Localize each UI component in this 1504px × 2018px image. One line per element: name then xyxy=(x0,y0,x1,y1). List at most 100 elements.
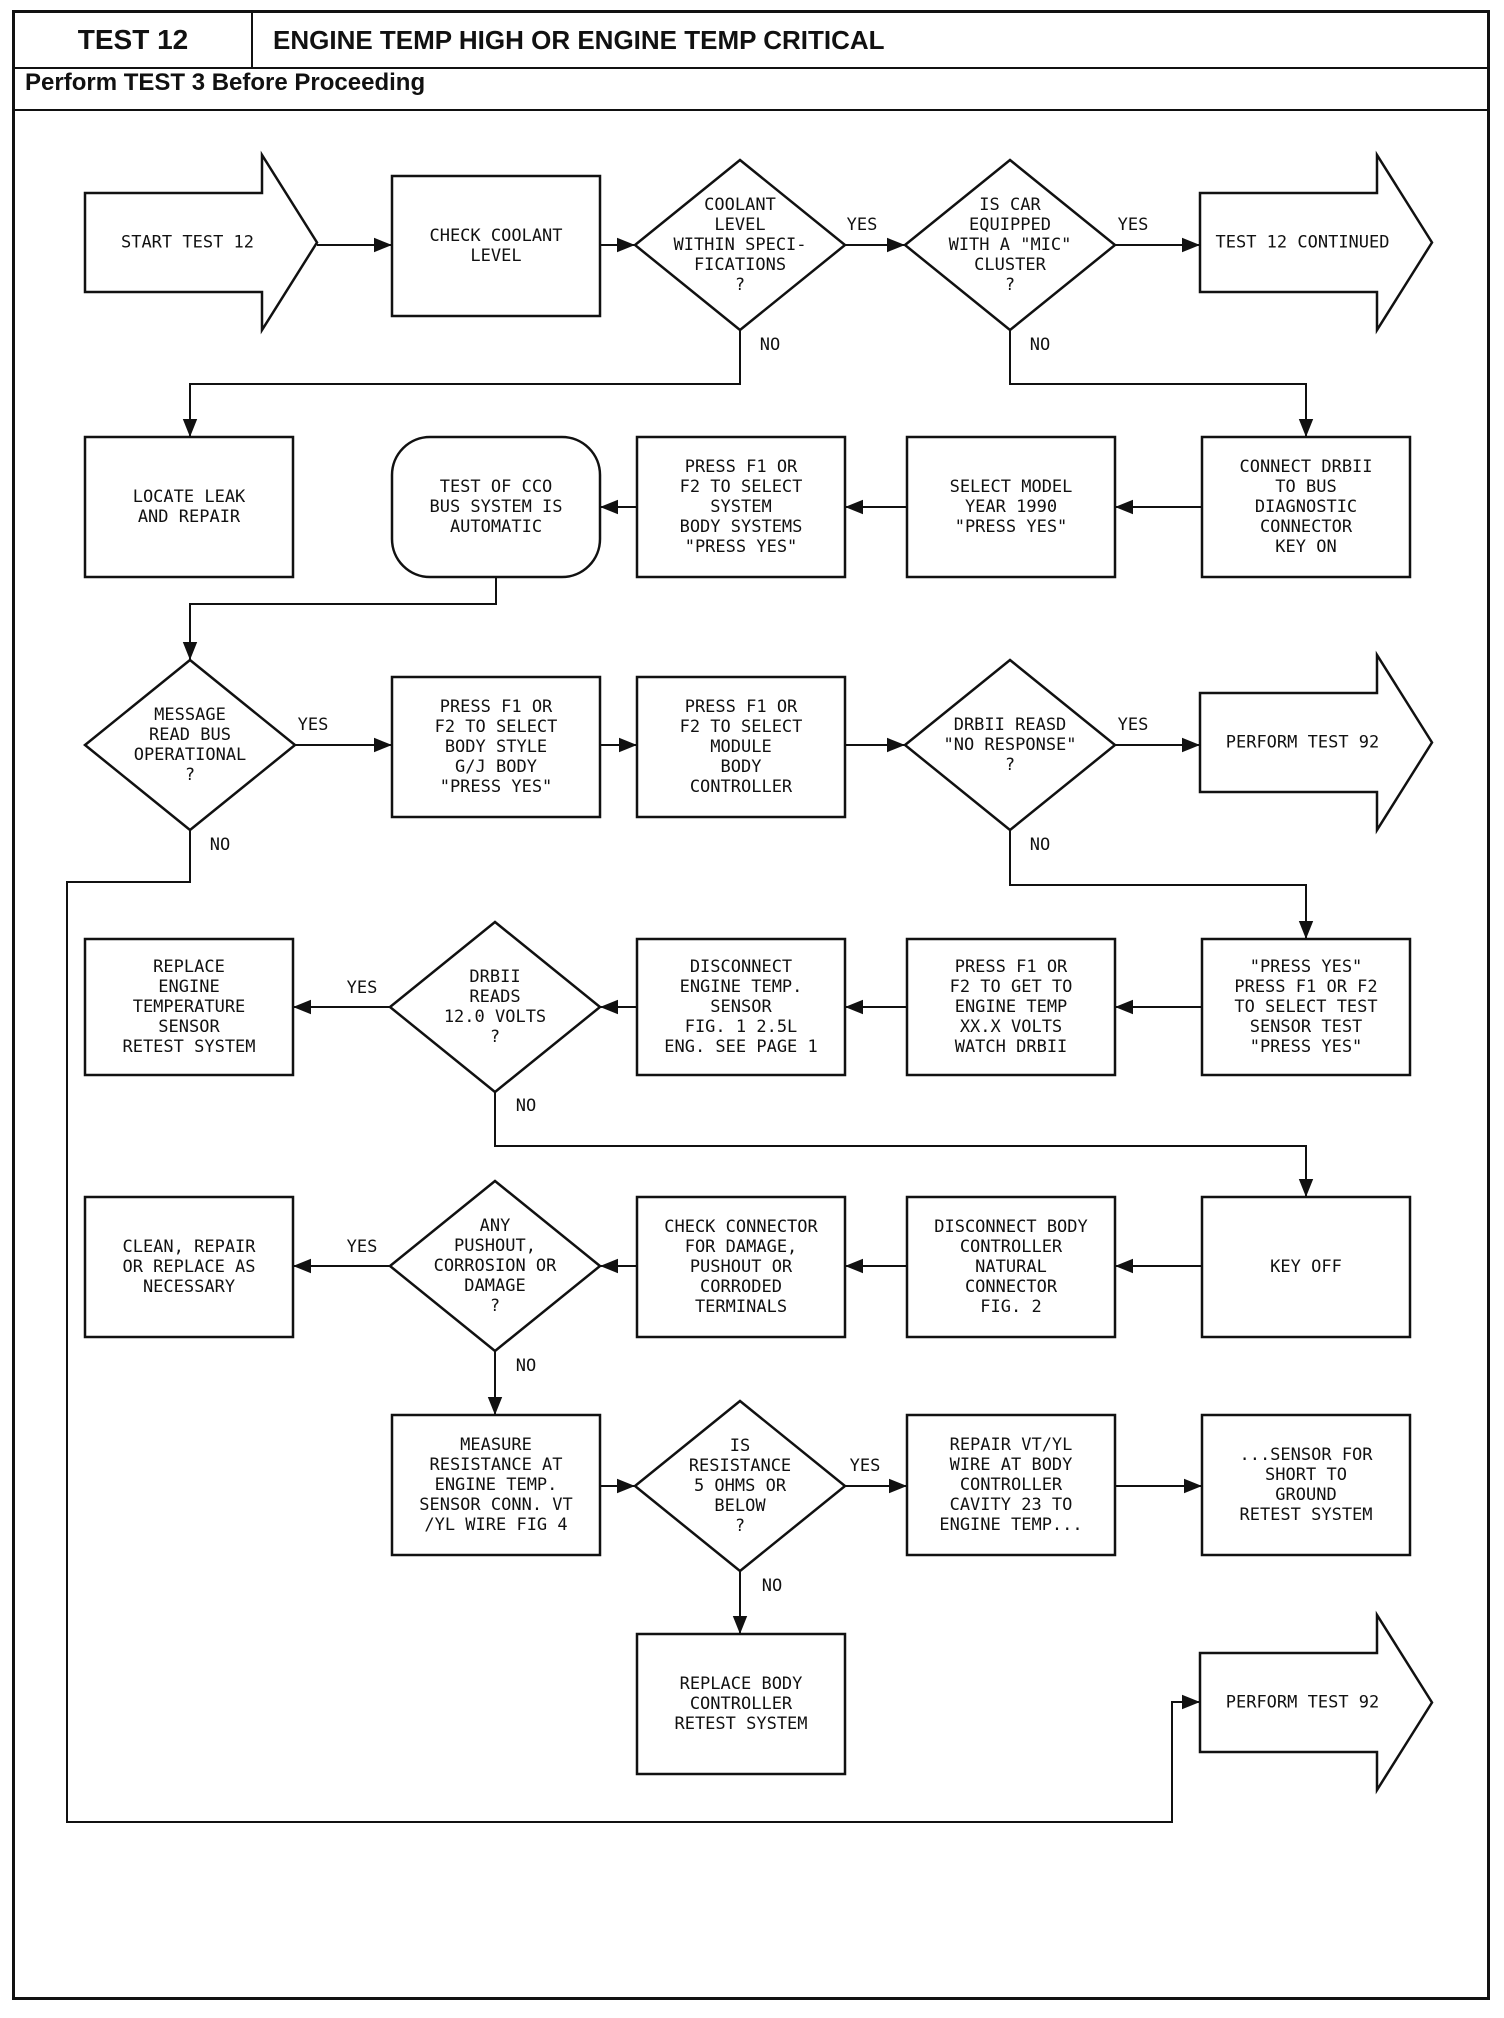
node-key-off: KEY OFF xyxy=(1200,1195,1412,1339)
node-label-line: PUSHOUT OR xyxy=(690,1257,793,1277)
node-label-line: YEAR 1990 xyxy=(965,497,1057,517)
node-shape xyxy=(1200,435,1412,579)
node-shape xyxy=(83,1195,295,1339)
node-shape xyxy=(1198,650,1434,835)
node-shape xyxy=(83,435,295,579)
node-shape xyxy=(635,435,847,579)
node-label-line: READ BUS xyxy=(149,725,231,745)
node-label-line: ENGINE TEMP xyxy=(955,997,1068,1017)
node-label-line: F2 TO SELECT xyxy=(435,717,558,737)
prerequisite-row: Perform TEST 3 Before Proceeding xyxy=(15,69,1487,111)
node-label-line: AUTOMATIC xyxy=(450,517,542,537)
node-label-line: PRESS F1 OR xyxy=(955,957,1068,977)
node-shape xyxy=(390,1413,602,1557)
node-label-line: PRESS F1 OR xyxy=(440,697,553,717)
node-label-line: FICATIONS xyxy=(694,255,786,275)
node-label-line: PERFORM TEST 92 xyxy=(1226,733,1380,753)
test-number: TEST 12 xyxy=(15,13,253,67)
node-label-line: ? xyxy=(1005,755,1015,775)
node-label-line: CONTROLLER xyxy=(690,777,793,797)
node-label-line: DISCONNECT xyxy=(690,957,792,977)
node-shape xyxy=(388,1179,602,1353)
node-label-line: /YL WIRE FIG 4 xyxy=(424,1515,567,1535)
node-label-line: ? xyxy=(490,1296,500,1316)
node-label-line: REPAIR VT/YL xyxy=(950,1435,1073,1455)
node-label-line: RETEST SYSTEM xyxy=(122,1037,255,1057)
page-frame: TEST 12 ENGINE TEMP HIGH OR ENGINE TEMP … xyxy=(12,10,1490,2000)
node-label-line: BODY xyxy=(721,757,762,777)
node-label-line: WITHIN SPECI- xyxy=(673,235,806,255)
node-label-line: XX.X VOLTS xyxy=(960,1017,1062,1037)
edge-label-yes: YES xyxy=(347,1237,378,1257)
node-label-line: G/J BODY xyxy=(455,757,537,777)
node-label-line: DRBII xyxy=(469,967,520,987)
node-label-line: FOR DAMAGE, xyxy=(685,1237,798,1257)
node-label-line: ENGINE TEMP. xyxy=(435,1475,558,1495)
connector-arrow xyxy=(1009,330,1314,437)
node-label-line: ENGINE TEMP... xyxy=(939,1515,1082,1535)
connector-arrow xyxy=(66,830,1200,1823)
connector-arrow xyxy=(182,330,741,437)
node-label-line: SENSOR CONN. VT xyxy=(419,1495,573,1515)
node-shape xyxy=(83,937,295,1077)
node-label-line: OPERATIONAL xyxy=(134,745,247,765)
node-label-line: F2 TO SELECT xyxy=(680,717,803,737)
node-shape xyxy=(635,675,847,819)
node-label-line: CHECK COOLANT xyxy=(429,226,562,246)
node-label-line: RESISTANCE xyxy=(689,1456,791,1476)
node-label-line: BODY STYLE xyxy=(445,737,547,757)
node-label-line: READS xyxy=(469,987,520,1007)
node-shape xyxy=(390,675,602,819)
node-shape xyxy=(635,1195,847,1339)
edge-label-yes: YES xyxy=(850,1456,881,1476)
node-shape xyxy=(1200,1413,1412,1557)
node-label-line: ...SENSOR FOR xyxy=(1239,1445,1373,1465)
node-label-line: IS xyxy=(730,1436,750,1456)
node-shape xyxy=(905,1195,1117,1339)
node-shape xyxy=(1198,150,1434,335)
node-label-line: ENGINE TEMP. xyxy=(680,977,803,997)
node-label-line: MESSAGE xyxy=(154,705,226,725)
node-label-line: "PRESS YES" xyxy=(955,517,1068,537)
node-label-line: ? xyxy=(735,1516,745,1536)
edge-label-yes: YES xyxy=(1118,215,1149,235)
node-shape xyxy=(1200,937,1412,1077)
node-shape xyxy=(83,658,297,832)
node-label-line: ENGINE xyxy=(158,977,219,997)
node-label-line: DRBII REASD xyxy=(954,715,1067,735)
node-label-line: NECESSARY xyxy=(143,1277,235,1297)
node-label-line: WIRE AT BODY xyxy=(950,1455,1073,1475)
node-label-line: LEVEL xyxy=(470,246,521,266)
node-shape xyxy=(1198,1610,1434,1795)
node-perform92-a: PERFORM TEST 92 xyxy=(1198,650,1434,835)
edge-label-no: NO xyxy=(762,1576,782,1596)
node-shape xyxy=(905,937,1117,1077)
node-label-line: ENG. SEE PAGE 1 xyxy=(664,1037,818,1057)
node-label-line: RETEST SYSTEM xyxy=(674,1714,807,1734)
edge-label-no: NO xyxy=(516,1096,536,1116)
edge-label-no: NO xyxy=(1030,335,1050,355)
edge-label-yes: YES xyxy=(298,715,329,735)
node-shape xyxy=(635,1632,847,1776)
node-shape xyxy=(903,658,1117,832)
node-label-line: COOLANT xyxy=(704,195,776,215)
node-label-line: CONNECTOR xyxy=(1260,517,1353,537)
node-label-line: CONNECTOR xyxy=(965,1277,1058,1297)
node-label-line: DIAGNOSTIC xyxy=(1255,497,1357,517)
node-label-line: BUS SYSTEM IS xyxy=(429,497,562,517)
node-label-line: FIG. 2 xyxy=(980,1297,1041,1317)
node-label-line: F2 TO GET TO xyxy=(950,977,1073,997)
edge-label-no: NO xyxy=(1030,835,1050,855)
